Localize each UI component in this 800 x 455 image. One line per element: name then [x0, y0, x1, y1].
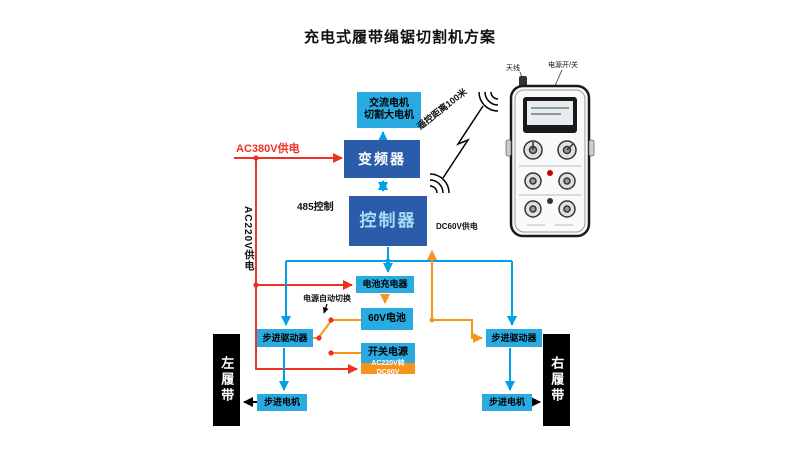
auto-switch-pointer: [322, 303, 329, 314]
label-ac380-supply: AC380V供电: [236, 143, 300, 155]
node-controller: 控制器: [349, 196, 427, 246]
node-left-stepper-driver: 步进驱动器: [257, 329, 313, 347]
lightning-bolt-icon: [442, 105, 484, 179]
node-battery-charger: 电池充电器: [356, 276, 414, 293]
label-dc60-supply: DC60V供电: [436, 222, 478, 231]
dc-power-lines: [313, 250, 483, 354]
label-power-auto-switch: 电源自动切换: [303, 294, 351, 303]
node-inverter: 变频器: [344, 140, 420, 178]
remote-knobs: [519, 140, 581, 226]
node-right-stepper-driver: 步进驱动器: [486, 329, 542, 347]
remote-controller-illustration: [505, 69, 595, 238]
node-right-stepper-motor: 步进电机: [482, 394, 532, 411]
node-left-stepper-motor: 步进电机: [257, 394, 307, 411]
node-right-track: 右履带: [543, 334, 570, 426]
label-ac220-supply: AC220V供电: [242, 206, 253, 272]
page-title: 充电式履带绳锯切割机方案: [303, 29, 496, 46]
ac-power-lines: [234, 153, 358, 374]
label-remote-antenna: 天线: [506, 65, 520, 72]
label-remote-power-switch: 电源开/关: [548, 62, 578, 69]
node-switching-power-supply-sub: AC220V转DC60V: [361, 360, 415, 376]
junction-dots: [253, 155, 435, 356]
node-left-track: 左履带: [213, 334, 240, 426]
node-switching-power-supply: 开关电源: [361, 343, 415, 363]
wireless-signal-icon: [429, 91, 499, 194]
label-rs485-control: 485控制: [297, 202, 334, 213]
node-battery-60v: 60V电池: [361, 308, 413, 330]
node-ac-cutting-motor: 交流电机 切割大电机: [357, 92, 421, 128]
